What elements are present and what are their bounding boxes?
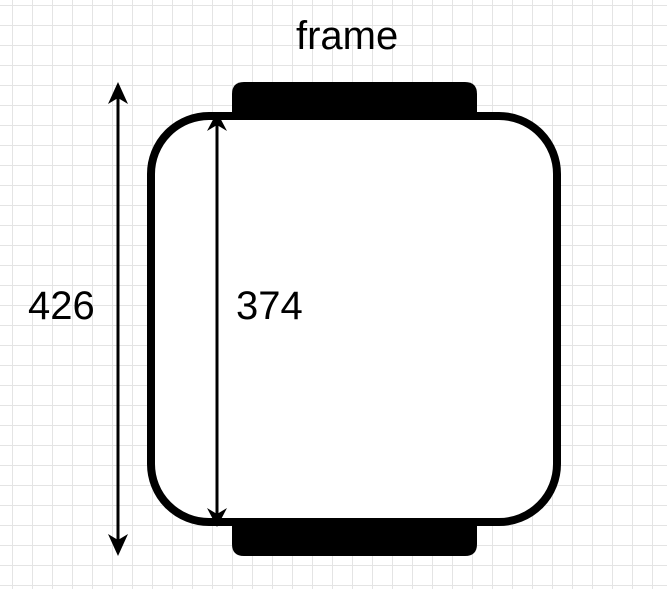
bottom-band bbox=[232, 520, 477, 556]
outer-height-arrow bbox=[108, 82, 128, 556]
inner-height-arrow bbox=[207, 112, 227, 527]
inner-height-label: 374 bbox=[236, 284, 303, 328]
frame-body bbox=[147, 112, 561, 526]
top-band bbox=[232, 82, 477, 118]
outer-height-label: 426 bbox=[28, 284, 95, 328]
diagram-title: frame bbox=[296, 14, 399, 58]
